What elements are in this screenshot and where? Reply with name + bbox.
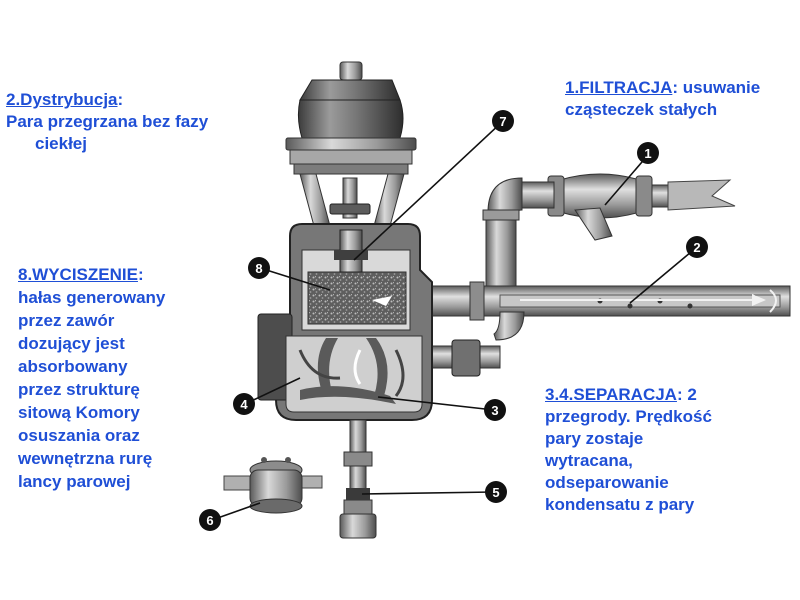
callout-2-label: 2 [693,240,700,255]
callout-2: 2 [686,236,708,258]
leader-lines [211,121,698,521]
callout-4-label: 4 [240,397,248,412]
callout-8: 8 [248,257,270,279]
callout-4: 4 [233,393,255,415]
silencing-line: lancy parowej [18,472,131,491]
silencing-line: absorbowany [18,357,128,376]
silencing-line: przez strukturę [18,380,140,399]
separator-body [257,223,433,421]
silencing-colon: : [137,265,144,284]
distribution-line-2: ciekłej [35,134,87,153]
separation-rest: : 2 [676,385,697,404]
label-separation: 3.4.SEPARACJA: 2 przegrody. Prędkość par… [545,384,785,516]
callout-3-label: 3 [491,403,498,418]
filtration-title: 1.FILTRACJA [565,78,673,97]
drain-assembly [223,419,377,539]
actuator [285,61,417,227]
callout-6: 6 [199,509,221,531]
callout-3: 3 [484,399,506,421]
separation-line: kondensatu z pary [545,495,695,514]
steam-lance [401,281,791,377]
callout-7: 7 [492,110,514,132]
separation-line: odseparowanie [545,473,669,492]
callout-6-label: 6 [206,513,213,528]
silencing-line: przez zawór [18,311,115,330]
filtration-rest: : usuwanie [672,78,761,97]
inlet-piping [482,173,736,289]
callout-5: 5 [485,481,507,503]
distribution-title: 2.Dystrybucja [6,90,118,109]
callout-7-label: 7 [499,114,506,129]
silencing-line: wewnętrzna rurę [18,449,153,468]
silencing-title: 8.WYCISZENIE [18,265,138,284]
callout-5-label: 5 [492,485,499,500]
silencing-line: dozujący jest [18,334,125,353]
label-silencing: 8.WYCISZENIE: hałas generowany przez zaw… [18,263,218,493]
separation-title: 3.4.SEPARACJA [545,385,677,404]
separation-line: pary zostaje [545,429,644,448]
callout-1-label: 1 [644,146,651,161]
label-distribution: 2.Dystrybucja: Para przegrzana bez fazy … [6,89,266,155]
distribution-line-1: Para przegrzana bez fazy [6,112,209,131]
distribution-colon: : [117,90,124,109]
callout-1: 1 [637,142,659,164]
separation-line: wytracana, [545,451,633,470]
silencing-line: sitową Komory [18,403,140,422]
callout-8-label: 8 [255,261,262,276]
label-filtration: 1.FILTRACJA: usuwanie cząsteczek stałych [565,77,795,121]
separation-line: przegrody. Prędkość [545,407,712,426]
filtration-line-2: cząsteczek stałych [565,100,718,119]
silencing-line: osuszania oraz [18,426,140,445]
silencing-line: hałas generowany [18,288,166,307]
